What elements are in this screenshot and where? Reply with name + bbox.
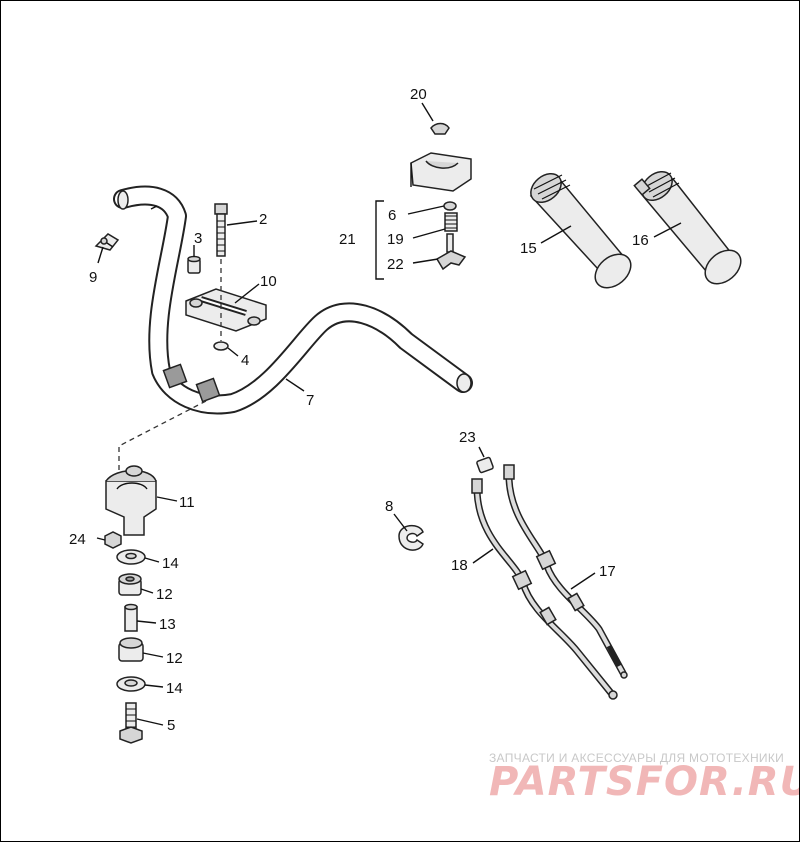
switch-knob <box>435 233 467 271</box>
wire-clip <box>94 233 120 251</box>
spring <box>444 212 458 232</box>
callout-15: 15 <box>520 240 537 257</box>
assembly-line-riser <box>118 400 207 481</box>
callout-8: 8 <box>385 498 393 515</box>
group-bracket <box>375 200 384 280</box>
callout-10: 10 <box>260 273 277 290</box>
callout-21: 21 <box>339 231 356 248</box>
callout-9: 9 <box>89 269 97 286</box>
switch-housing <box>410 152 472 192</box>
rubber-bushing-lower <box>118 637 144 662</box>
callout-17: 17 <box>599 563 616 580</box>
riser-bolt <box>214 203 228 257</box>
callout-14-lower: 14 <box>166 680 183 697</box>
callout-23: 23 <box>459 429 476 446</box>
callout-labels: 20 2 3 9 10 4 7 21 6 19 22 15 16 23 11 2… <box>69 86 649 734</box>
callout-20: 20 <box>410 86 427 103</box>
callout-12-lower: 12 <box>166 650 183 667</box>
sleeve <box>124 603 138 632</box>
throttle-cable-18 <box>471 478 618 700</box>
watermark: ЗАПЧАСТИ И АКСЕССУАРЫ ДЛЯ МОТОТЕХНИКИ PA… <box>489 751 800 805</box>
o-ring <box>443 201 457 211</box>
callout-14-upper: 14 <box>162 555 179 572</box>
nut <box>104 531 122 549</box>
callout-7: 7 <box>306 392 314 409</box>
handlebar <box>113 185 473 415</box>
hand-grip-right <box>633 170 742 285</box>
top-clamp <box>185 288 267 332</box>
riser <box>105 465 157 536</box>
callout-4: 4 <box>241 352 249 369</box>
idle-cable-17 <box>503 464 628 679</box>
callout-13: 13 <box>159 616 176 633</box>
cable-clip <box>398 524 424 551</box>
cable-ferrule <box>476 456 494 474</box>
set-screw <box>430 122 450 135</box>
callout-19: 19 <box>387 231 404 248</box>
leader-lines <box>96 102 682 726</box>
callout-5: 5 <box>167 717 175 734</box>
riser-bolt-lower <box>119 702 143 744</box>
rubber-bushing-upper <box>118 573 142 596</box>
callout-11: 11 <box>179 494 195 511</box>
watermark-logo: PARTSFOR.RU <box>489 759 800 805</box>
washer <box>213 341 229 351</box>
callout-16: 16 <box>632 232 649 249</box>
callout-24: 24 <box>69 531 86 548</box>
callout-12-upper: 12 <box>156 586 173 603</box>
callout-2: 2 <box>259 211 267 228</box>
callout-3: 3 <box>194 230 202 247</box>
bushing <box>187 255 201 274</box>
callout-18: 18 <box>451 557 468 574</box>
watermark-caption: ЗАПЧАСТИ И АКСЕССУАРЫ ДЛЯ МОТОТЕХНИКИ <box>489 751 784 765</box>
callout-6: 6 <box>388 207 396 224</box>
callout-22: 22 <box>387 256 404 273</box>
hand-grip-left <box>529 172 632 289</box>
